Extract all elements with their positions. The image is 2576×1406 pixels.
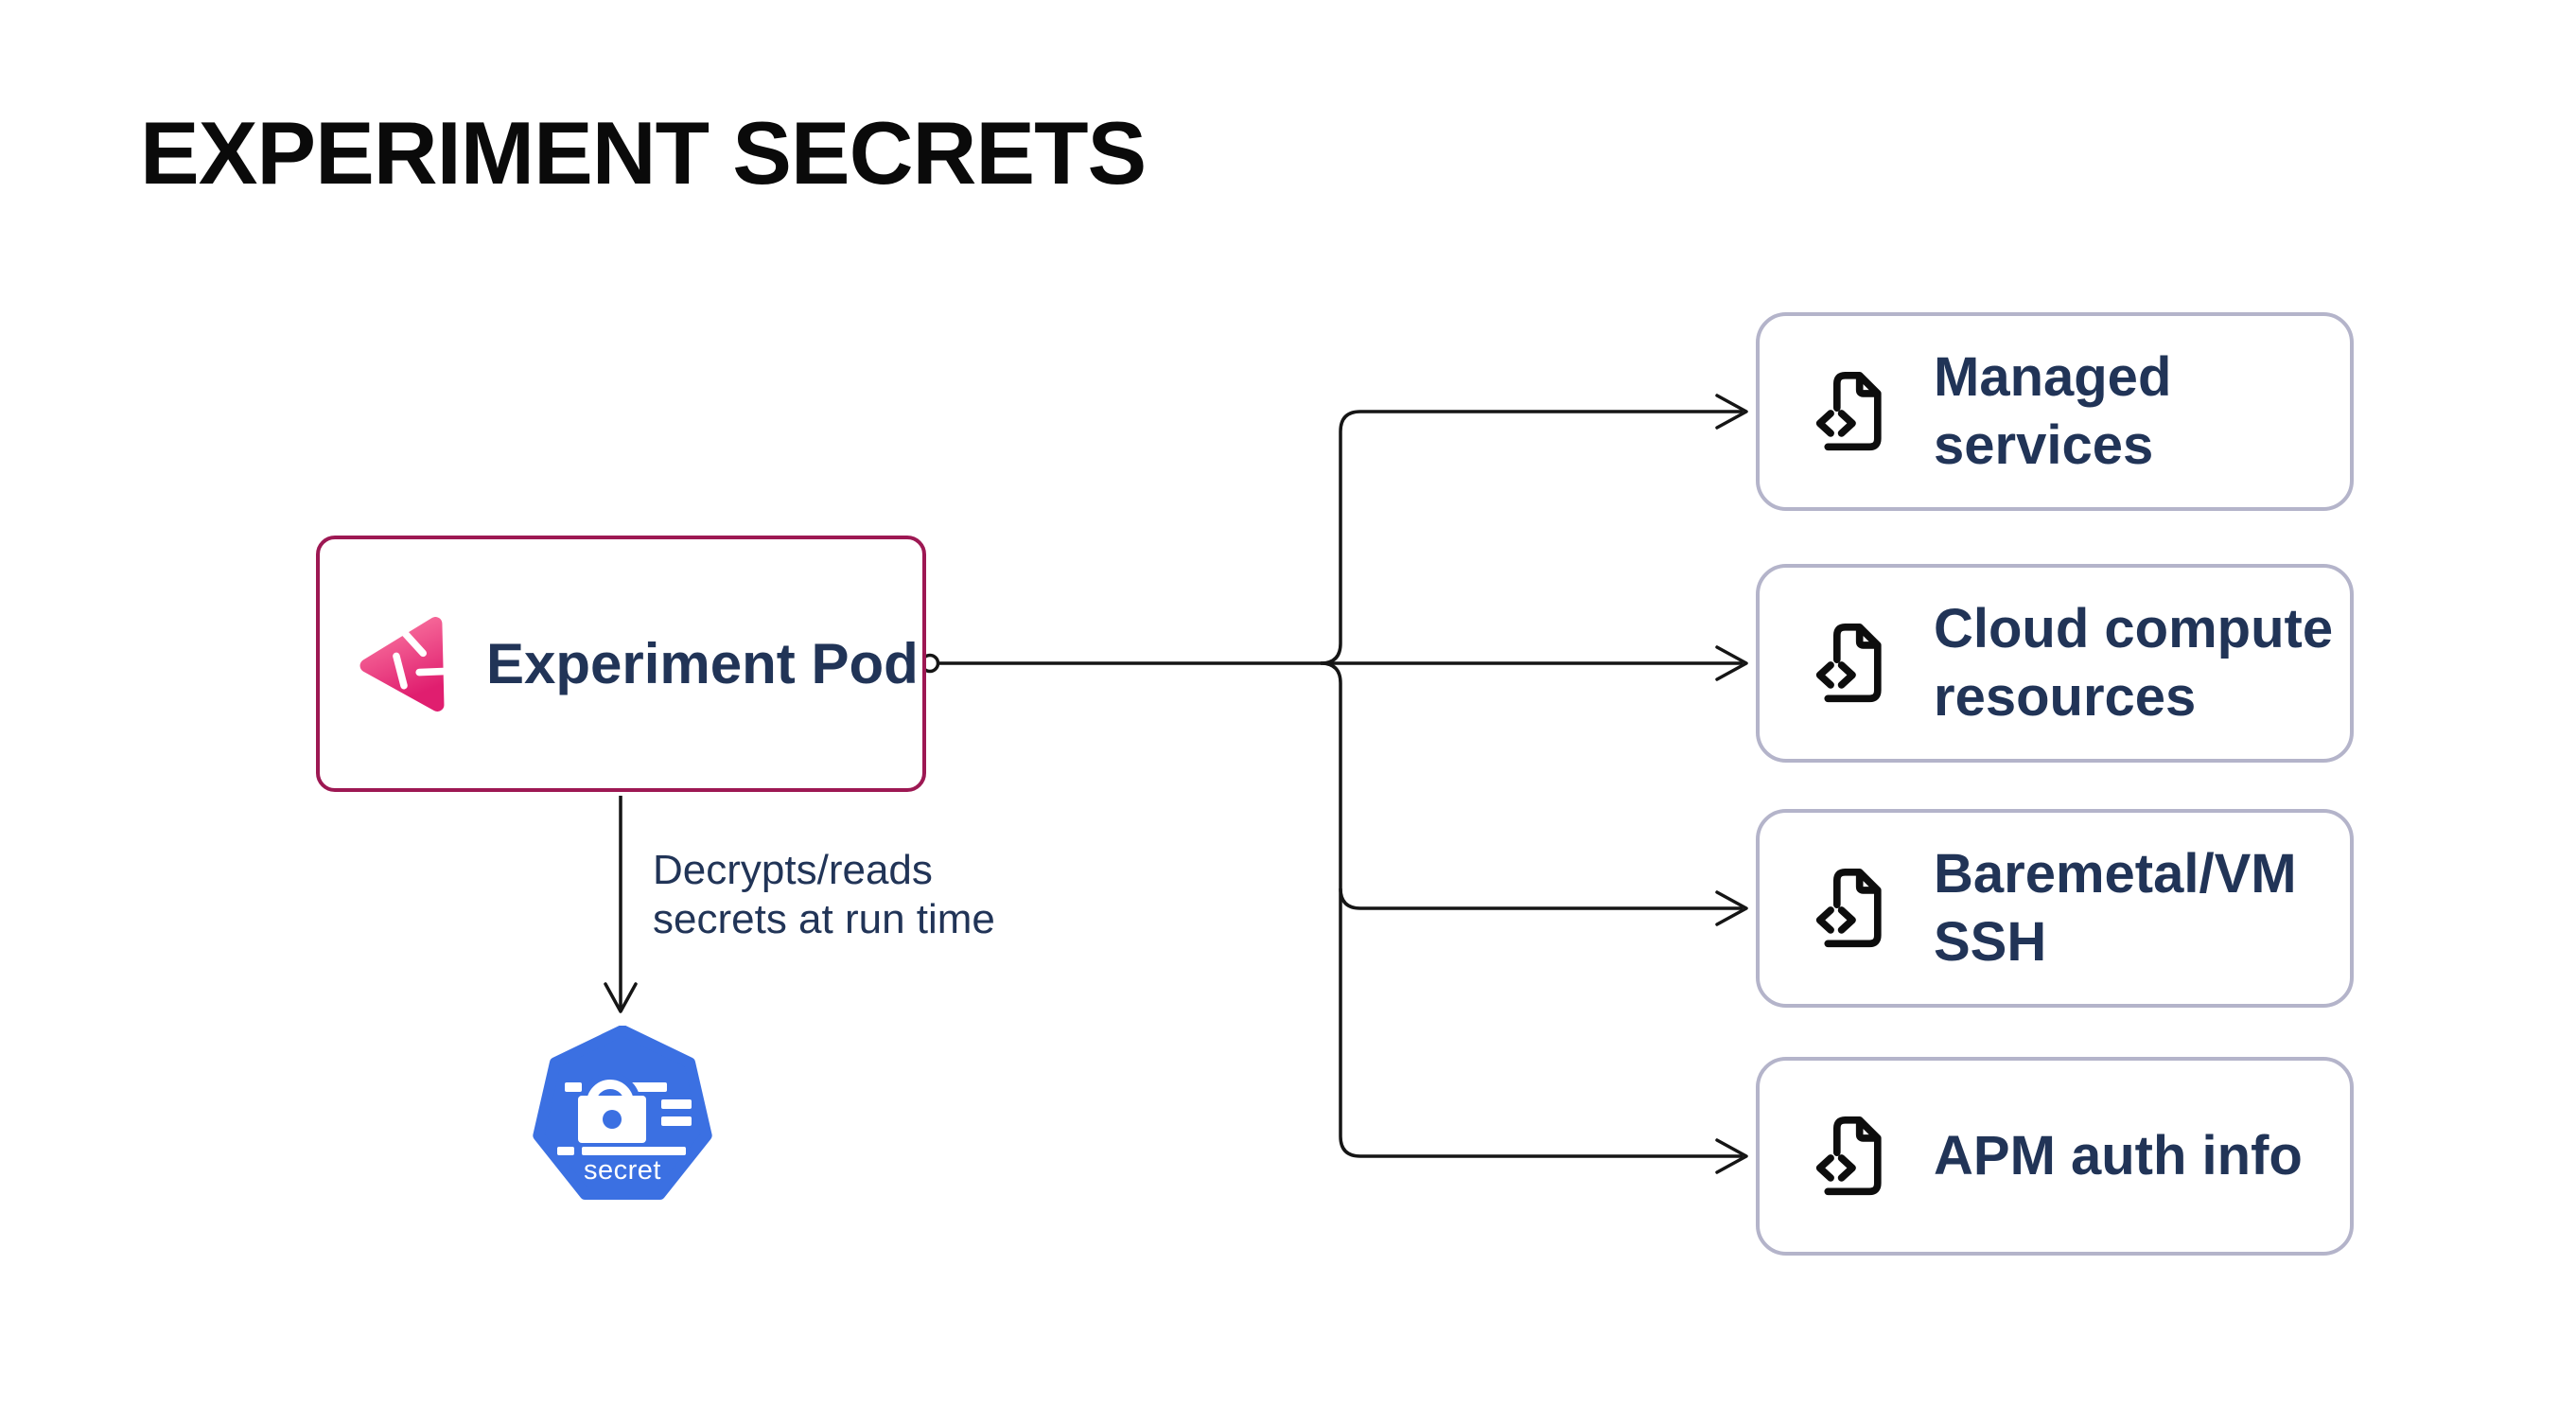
- litmus-chaos-icon: [359, 616, 445, 712]
- file-code-icon: [1815, 868, 1882, 948]
- file-code-icon: [1815, 623, 1882, 703]
- edge-pod-to-managed-services: [1320, 410, 1743, 665]
- secret-lock-icon: [557, 1073, 692, 1155]
- target-label: Cloud compute resources: [1934, 598, 2334, 728]
- arrowhead-managed-services: [1715, 394, 1748, 430]
- target-label: Baremetal/VM SSH: [1934, 843, 2297, 973]
- experiment-pod-label: Experiment Pod: [486, 632, 919, 695]
- arrowhead-cloud-compute: [1715, 645, 1748, 681]
- page-title: EXPERIMENT SECRETS: [140, 103, 1147, 202]
- edge-pod-to-apm: [1320, 661, 1743, 1158]
- arrowhead-secret: [604, 982, 638, 1013]
- arrowhead-baremetal: [1715, 890, 1748, 926]
- edge-label-line2: secrets at run time: [653, 896, 995, 942]
- target-label: APM auth info: [1934, 1125, 2303, 1186]
- experiment-pod-node: Experiment Pod: [316, 536, 926, 792]
- target-label: Managed services: [1934, 346, 2172, 476]
- file-code-icon: [1815, 1116, 1882, 1196]
- node-apm-auth-info: APM auth info: [1756, 1057, 2354, 1256]
- node-managed-services: Managed services: [1756, 312, 2354, 511]
- edge-pod-to-baremetal: [1339, 888, 1743, 910]
- kubernetes-secret-node: [533, 1026, 712, 1200]
- edge-label: Decrypts/reads secrets at run time: [653, 846, 995, 944]
- node-cloud-compute: Cloud compute resources: [1756, 564, 2354, 763]
- node-baremetal-vm-ssh: Baremetal/VM SSH: [1756, 809, 2354, 1008]
- file-code-icon: [1815, 371, 1882, 451]
- arrowhead-apm: [1715, 1138, 1748, 1174]
- edge-label-line1: Decrypts/reads: [653, 847, 933, 893]
- secret-label: secret: [584, 1155, 661, 1186]
